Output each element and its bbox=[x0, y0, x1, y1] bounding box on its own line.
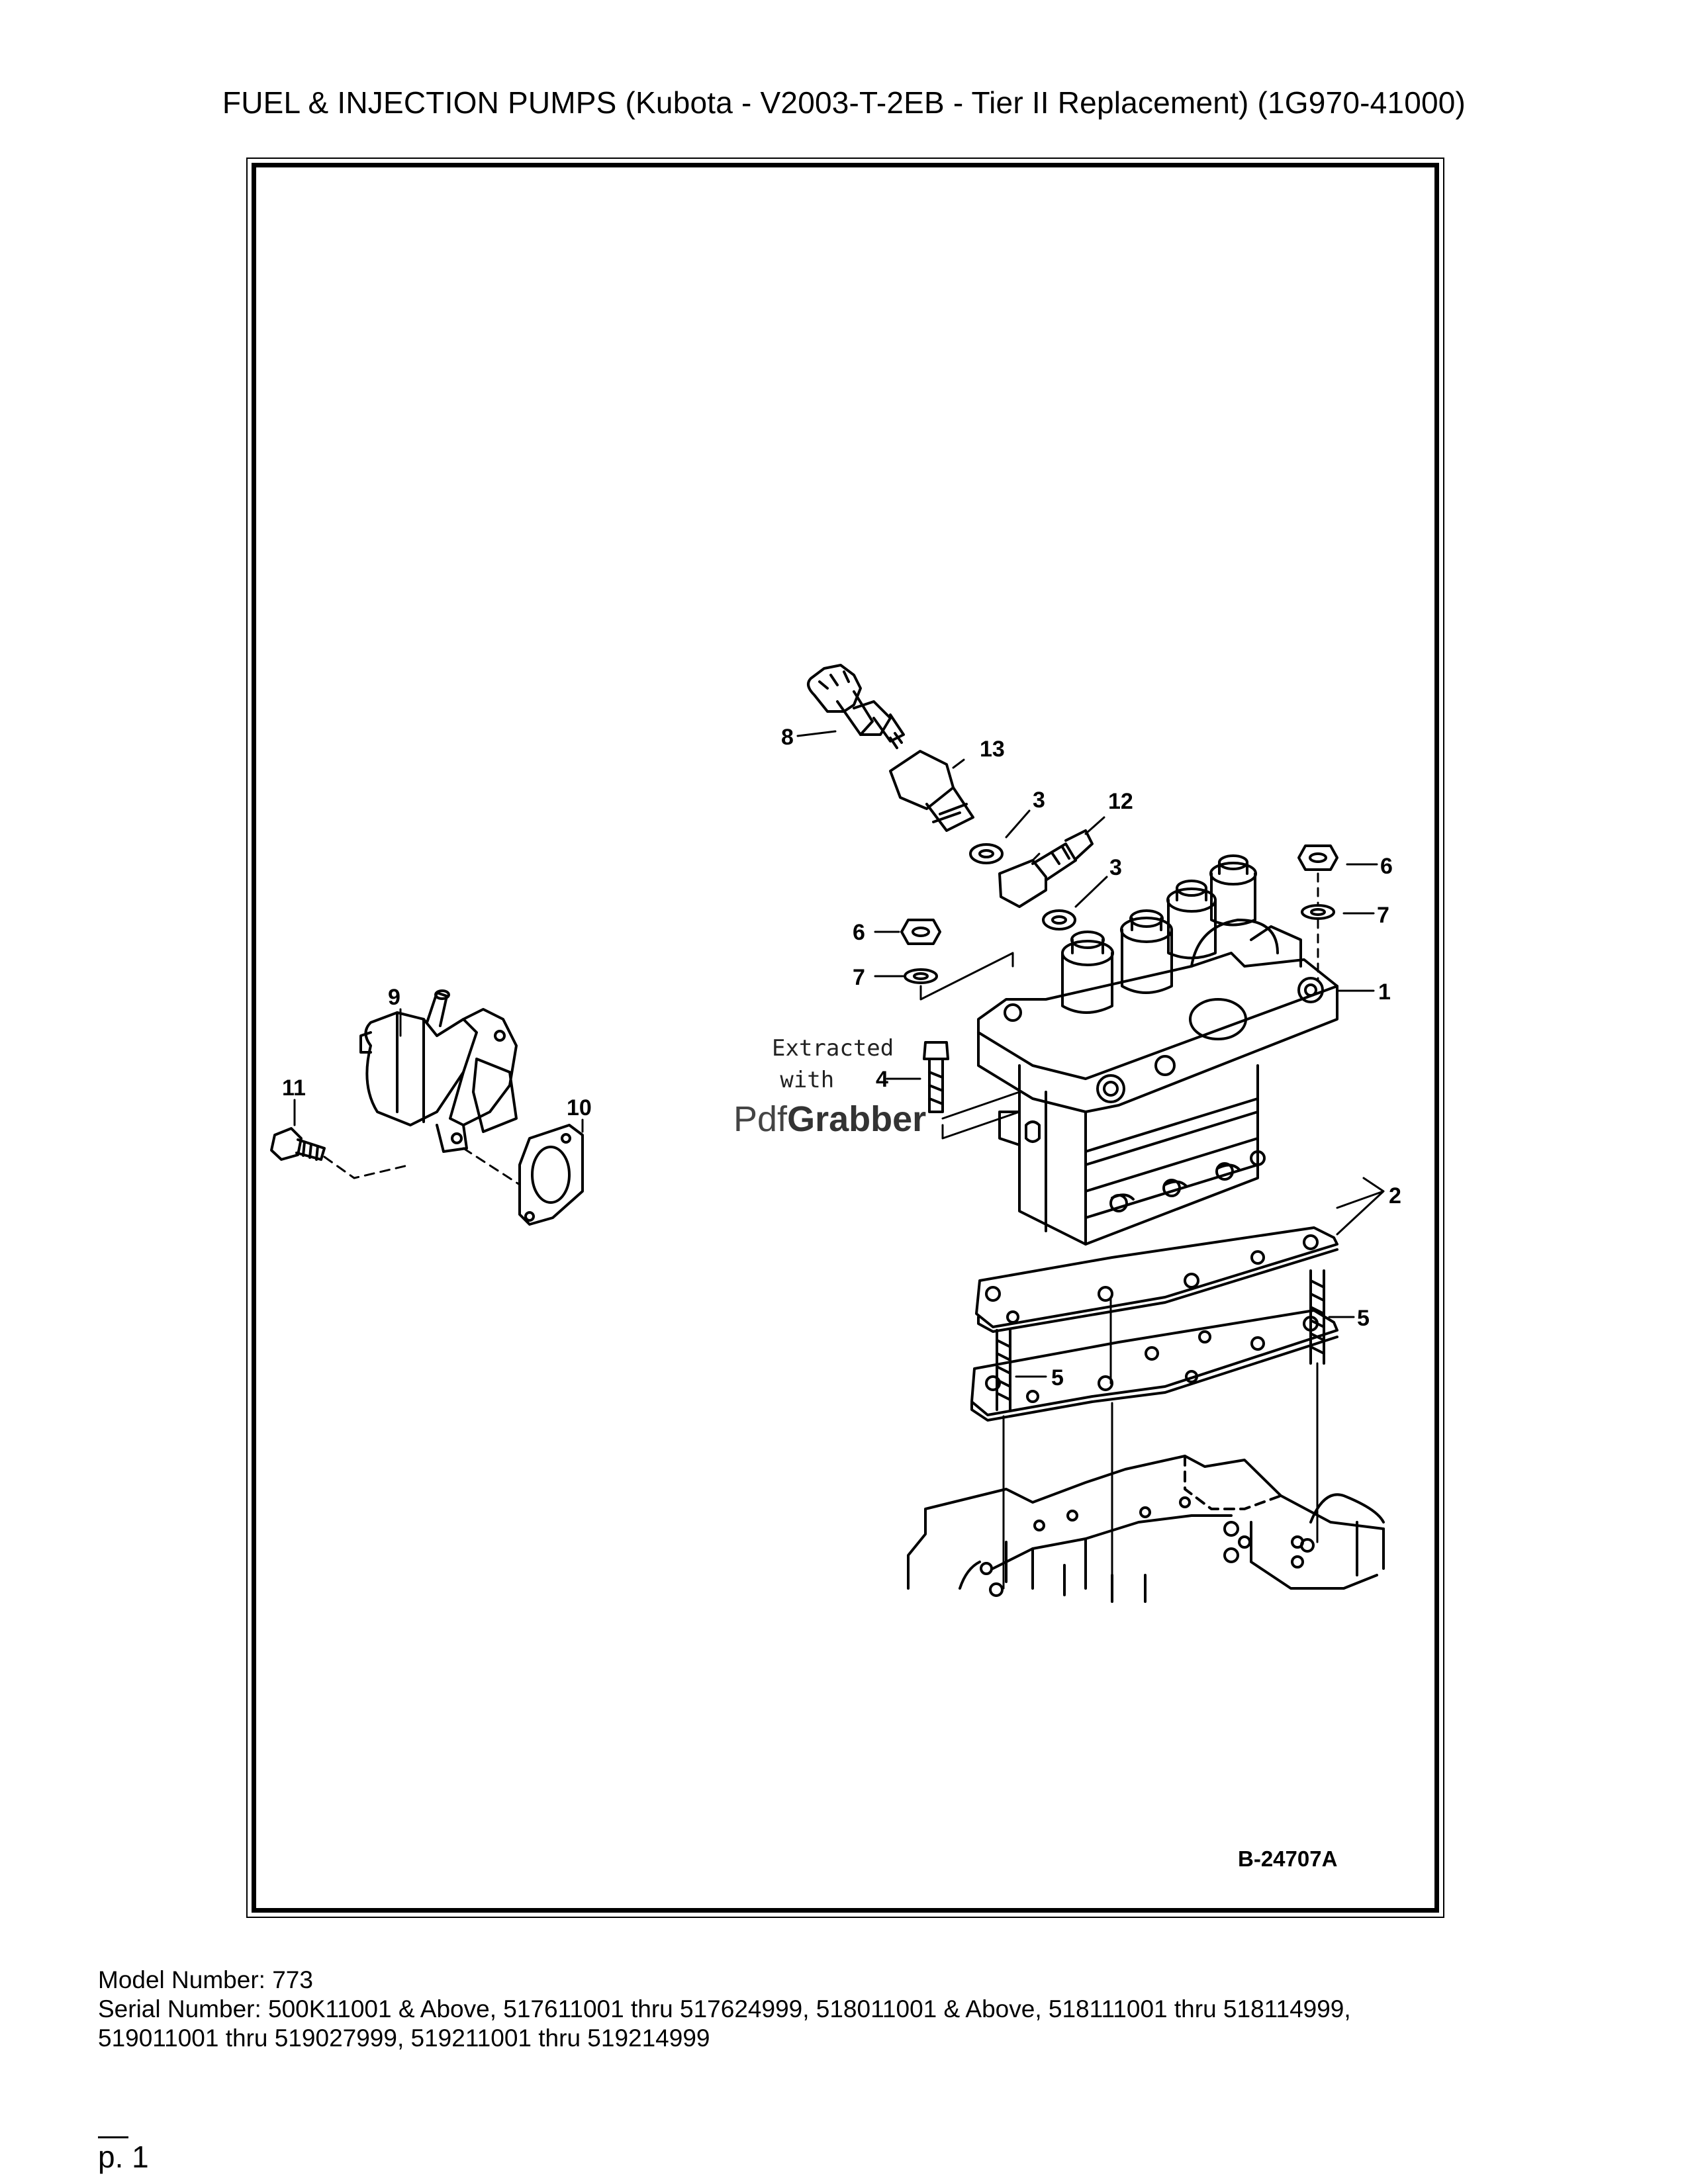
watermark-brand-a: Pdf bbox=[733, 1099, 788, 1139]
watermark-line-2: with bbox=[780, 1067, 835, 1093]
nut-washer-right bbox=[1297, 844, 1338, 981]
callout-12: 12 bbox=[1108, 789, 1133, 814]
callout-10: 10 bbox=[567, 1095, 592, 1120]
callout-6-right: 6 bbox=[1380, 854, 1393, 879]
callout-1: 1 bbox=[1378, 979, 1391, 1005]
callout-6-left: 6 bbox=[853, 920, 865, 945]
callout-5-right: 5 bbox=[1357, 1306, 1370, 1331]
watermark-pdfgrabber: PdfGrabber bbox=[733, 1099, 926, 1140]
diagram-frame bbox=[252, 163, 1439, 1913]
diagram-frame-outer bbox=[246, 158, 1444, 1918]
footer-info: Model Number: 773 Serial Number: 500K110… bbox=[98, 1966, 1351, 2053]
model-number: Model Number: 773 bbox=[98, 1966, 313, 1993]
bolt-11 bbox=[270, 1127, 326, 1161]
page-number: p. 1 bbox=[98, 2140, 149, 2174]
watermark-brand-b: Grabber bbox=[787, 1099, 927, 1139]
fuel-feed-pump bbox=[359, 989, 518, 1153]
callout-2: 2 bbox=[1389, 1183, 1401, 1208]
leader-lines bbox=[293, 730, 1385, 1378]
callout-5-left: 5 bbox=[1051, 1365, 1064, 1390]
callout-3-upper: 3 bbox=[1033, 788, 1045, 813]
figure-code: B-24707A bbox=[1238, 1846, 1338, 1871]
priming-pump-assembly bbox=[807, 664, 1094, 931]
callout-7-left: 7 bbox=[853, 965, 865, 990]
gasket-plates bbox=[970, 1226, 1338, 1422]
page-title: FUEL & INJECTION PUMPS (Kubota - V2003-T… bbox=[222, 85, 1466, 120]
footer-rule bbox=[98, 2136, 128, 2138]
watermark-line-1: Extracted bbox=[772, 1035, 894, 1062]
serial-number-line-1: Serial Number: 500K11001 & Above, 517611… bbox=[98, 1995, 1351, 2023]
gasket-10 bbox=[518, 1124, 584, 1226]
watermark-extracted: Extracted with bbox=[772, 1032, 894, 1096]
stud-bolts bbox=[996, 1269, 1325, 1596]
serial-number-line-2: 519011001 thru 519027999, 519211001 thru… bbox=[98, 2025, 710, 2052]
nut-washer-left bbox=[900, 919, 1014, 1001]
injection-pump-body bbox=[977, 854, 1338, 1246]
callout-4: 4 bbox=[876, 1067, 888, 1092]
callout-7-right: 7 bbox=[1377, 903, 1389, 928]
engine-block bbox=[907, 1455, 1385, 1603]
callout-8: 8 bbox=[781, 725, 794, 750]
alignment-lines bbox=[323, 852, 1041, 1186]
callout-11: 11 bbox=[282, 1075, 306, 1101]
callout-13: 13 bbox=[980, 737, 1005, 762]
bolt-4 bbox=[923, 1041, 1021, 1140]
delivery-valves bbox=[1061, 854, 1257, 1014]
callout-9: 9 bbox=[388, 985, 400, 1010]
callout-3-lower: 3 bbox=[1109, 855, 1122, 880]
